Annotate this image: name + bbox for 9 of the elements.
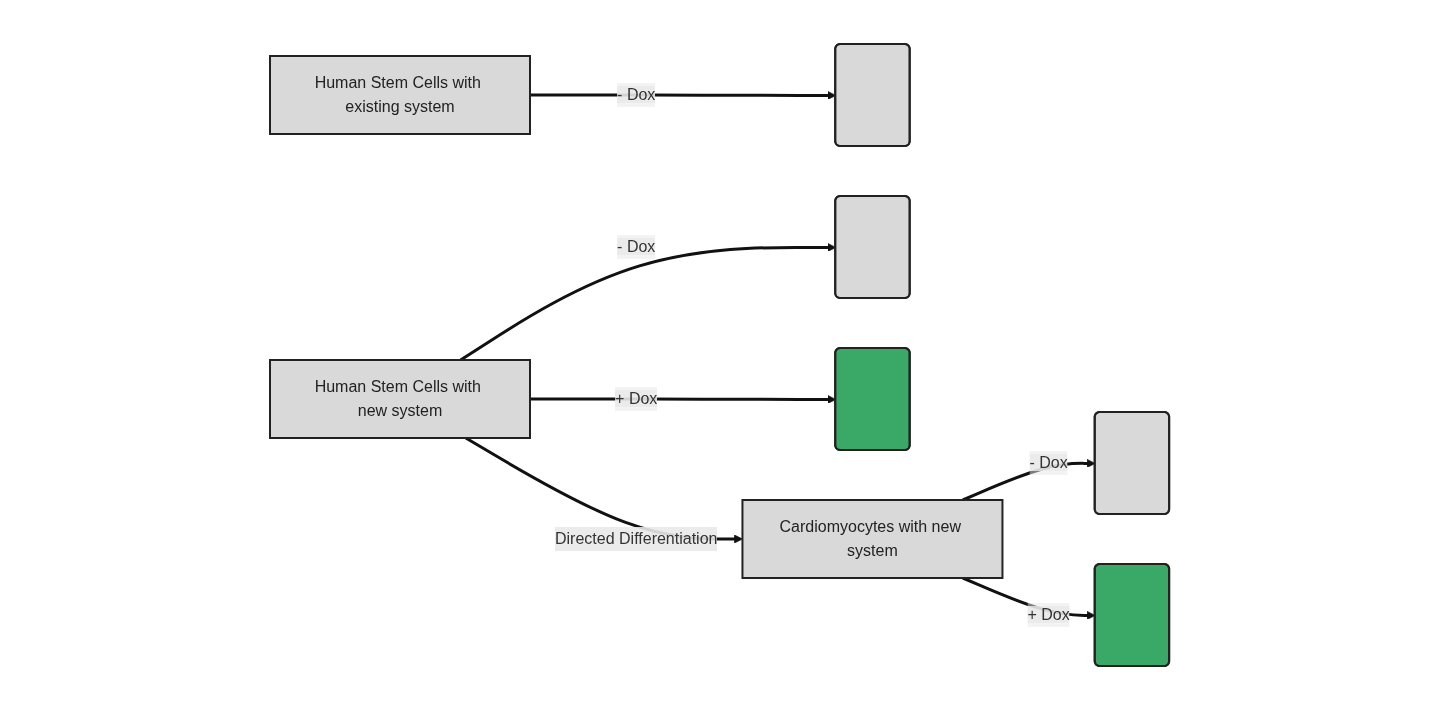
edge-label: + Dox <box>615 389 658 407</box>
node-box: Human Stem Cells with existing system <box>269 54 532 135</box>
edge-label: - Dox <box>1029 453 1069 471</box>
node-box: Human Stem Cells with new system <box>269 358 532 439</box>
edge-label: + Dox <box>1027 605 1071 623</box>
edge-label: Directed Differentiation <box>555 529 718 547</box>
node-box: Cardiomyocytes with new system <box>741 498 1004 579</box>
edge-label: - Dox <box>617 237 656 255</box>
edge-label: - Dox <box>617 85 656 103</box>
